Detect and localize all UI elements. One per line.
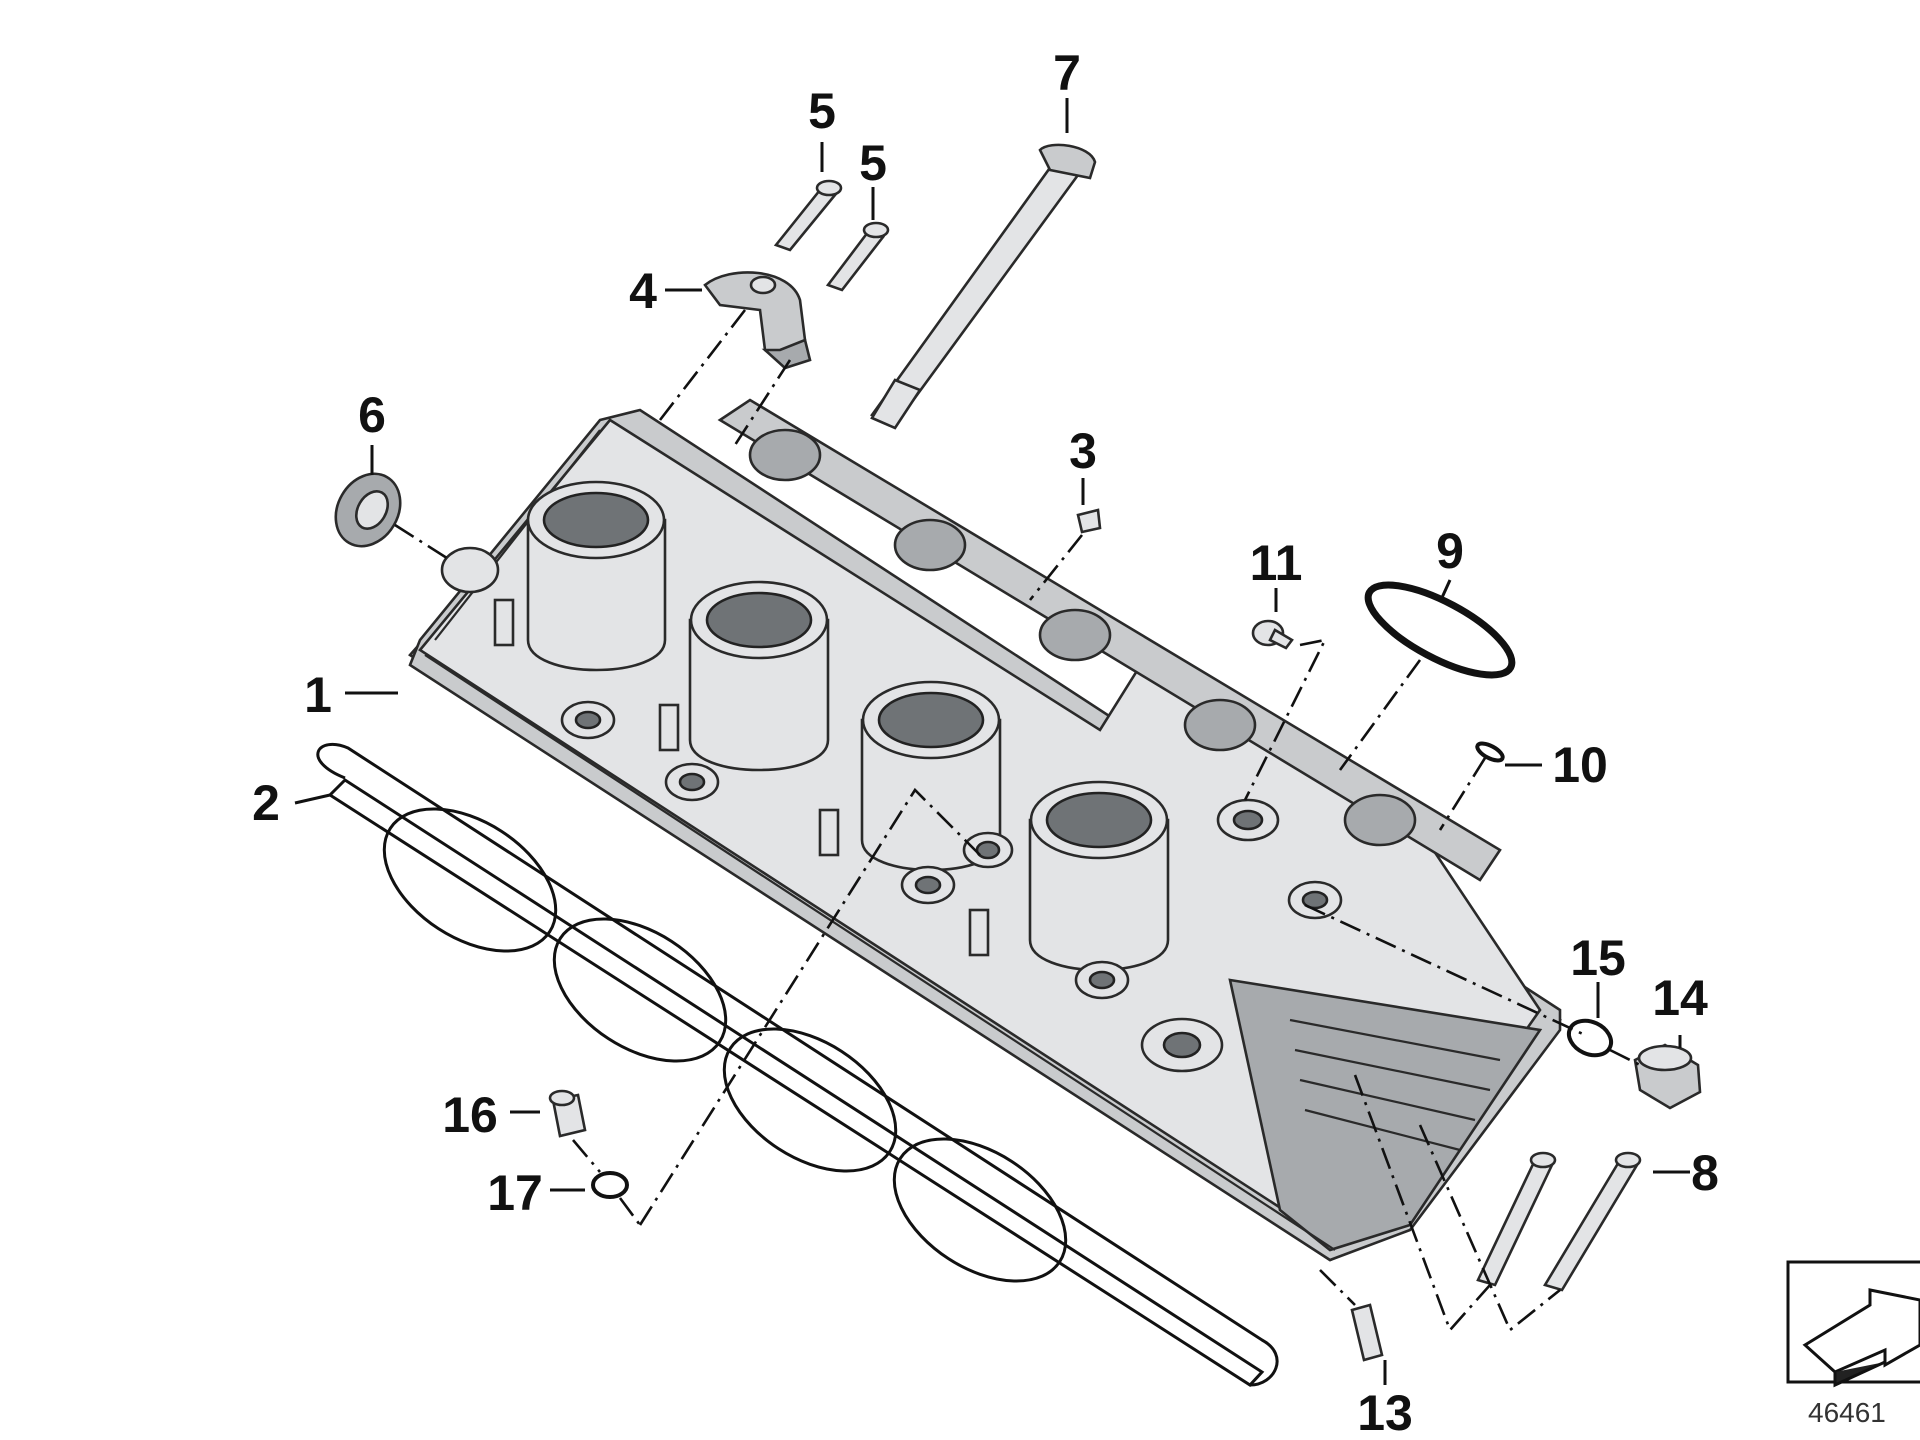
callout-17: 17: [487, 1165, 543, 1221]
intake-port: [688, 580, 830, 772]
orientation-arrow-icon: [1786, 1260, 1920, 1388]
intake-port: [860, 680, 1002, 872]
callout-2: 2: [252, 775, 280, 831]
screw-part: [1251, 619, 1294, 650]
bracket-part: [703, 271, 812, 370]
washer-part: [1566, 1018, 1614, 1058]
callout-1: 1: [304, 667, 332, 723]
callout-5-upper: 5: [808, 83, 836, 139]
cylinder-head-part: [408, 398, 1562, 1262]
callout-7: 7: [1053, 45, 1081, 101]
fitting-part: [548, 1089, 587, 1138]
plug-part: [1633, 1043, 1702, 1110]
callout-3: 3: [1069, 423, 1097, 479]
intake-port: [526, 480, 667, 672]
callout-5-lower: 5: [859, 135, 887, 191]
head-gasket-part: [316, 742, 1279, 1387]
bolt-part: [825, 221, 890, 292]
callout-8: 8: [1691, 1145, 1719, 1201]
callout-10: 10: [1552, 737, 1608, 793]
document-number: 46461: [1808, 1397, 1886, 1428]
pin-part: [1350, 1303, 1384, 1362]
bolt-part: [1476, 1151, 1557, 1287]
callout-14: 14: [1652, 970, 1708, 1026]
callout-11: 11: [1250, 535, 1303, 591]
long-bolt-part: [870, 143, 1097, 430]
o-ring-part: [1364, 581, 1516, 679]
dowel-pin-part: [1076, 508, 1102, 534]
callout-6: 6: [358, 387, 386, 443]
small-o-ring-part: [1475, 741, 1505, 763]
callout-15: 15: [1570, 930, 1626, 986]
callout-16: 16: [442, 1087, 498, 1143]
intake-port: [1028, 780, 1170, 972]
seal-ring-part: [334, 472, 402, 548]
callout-13: 13: [1357, 1385, 1413, 1440]
bolt-part: [1543, 1151, 1642, 1292]
bolt-part: [773, 179, 843, 252]
callout-4: 4: [629, 263, 657, 319]
callout-9: 9: [1436, 523, 1464, 579]
washer-part: [591, 1171, 629, 1199]
